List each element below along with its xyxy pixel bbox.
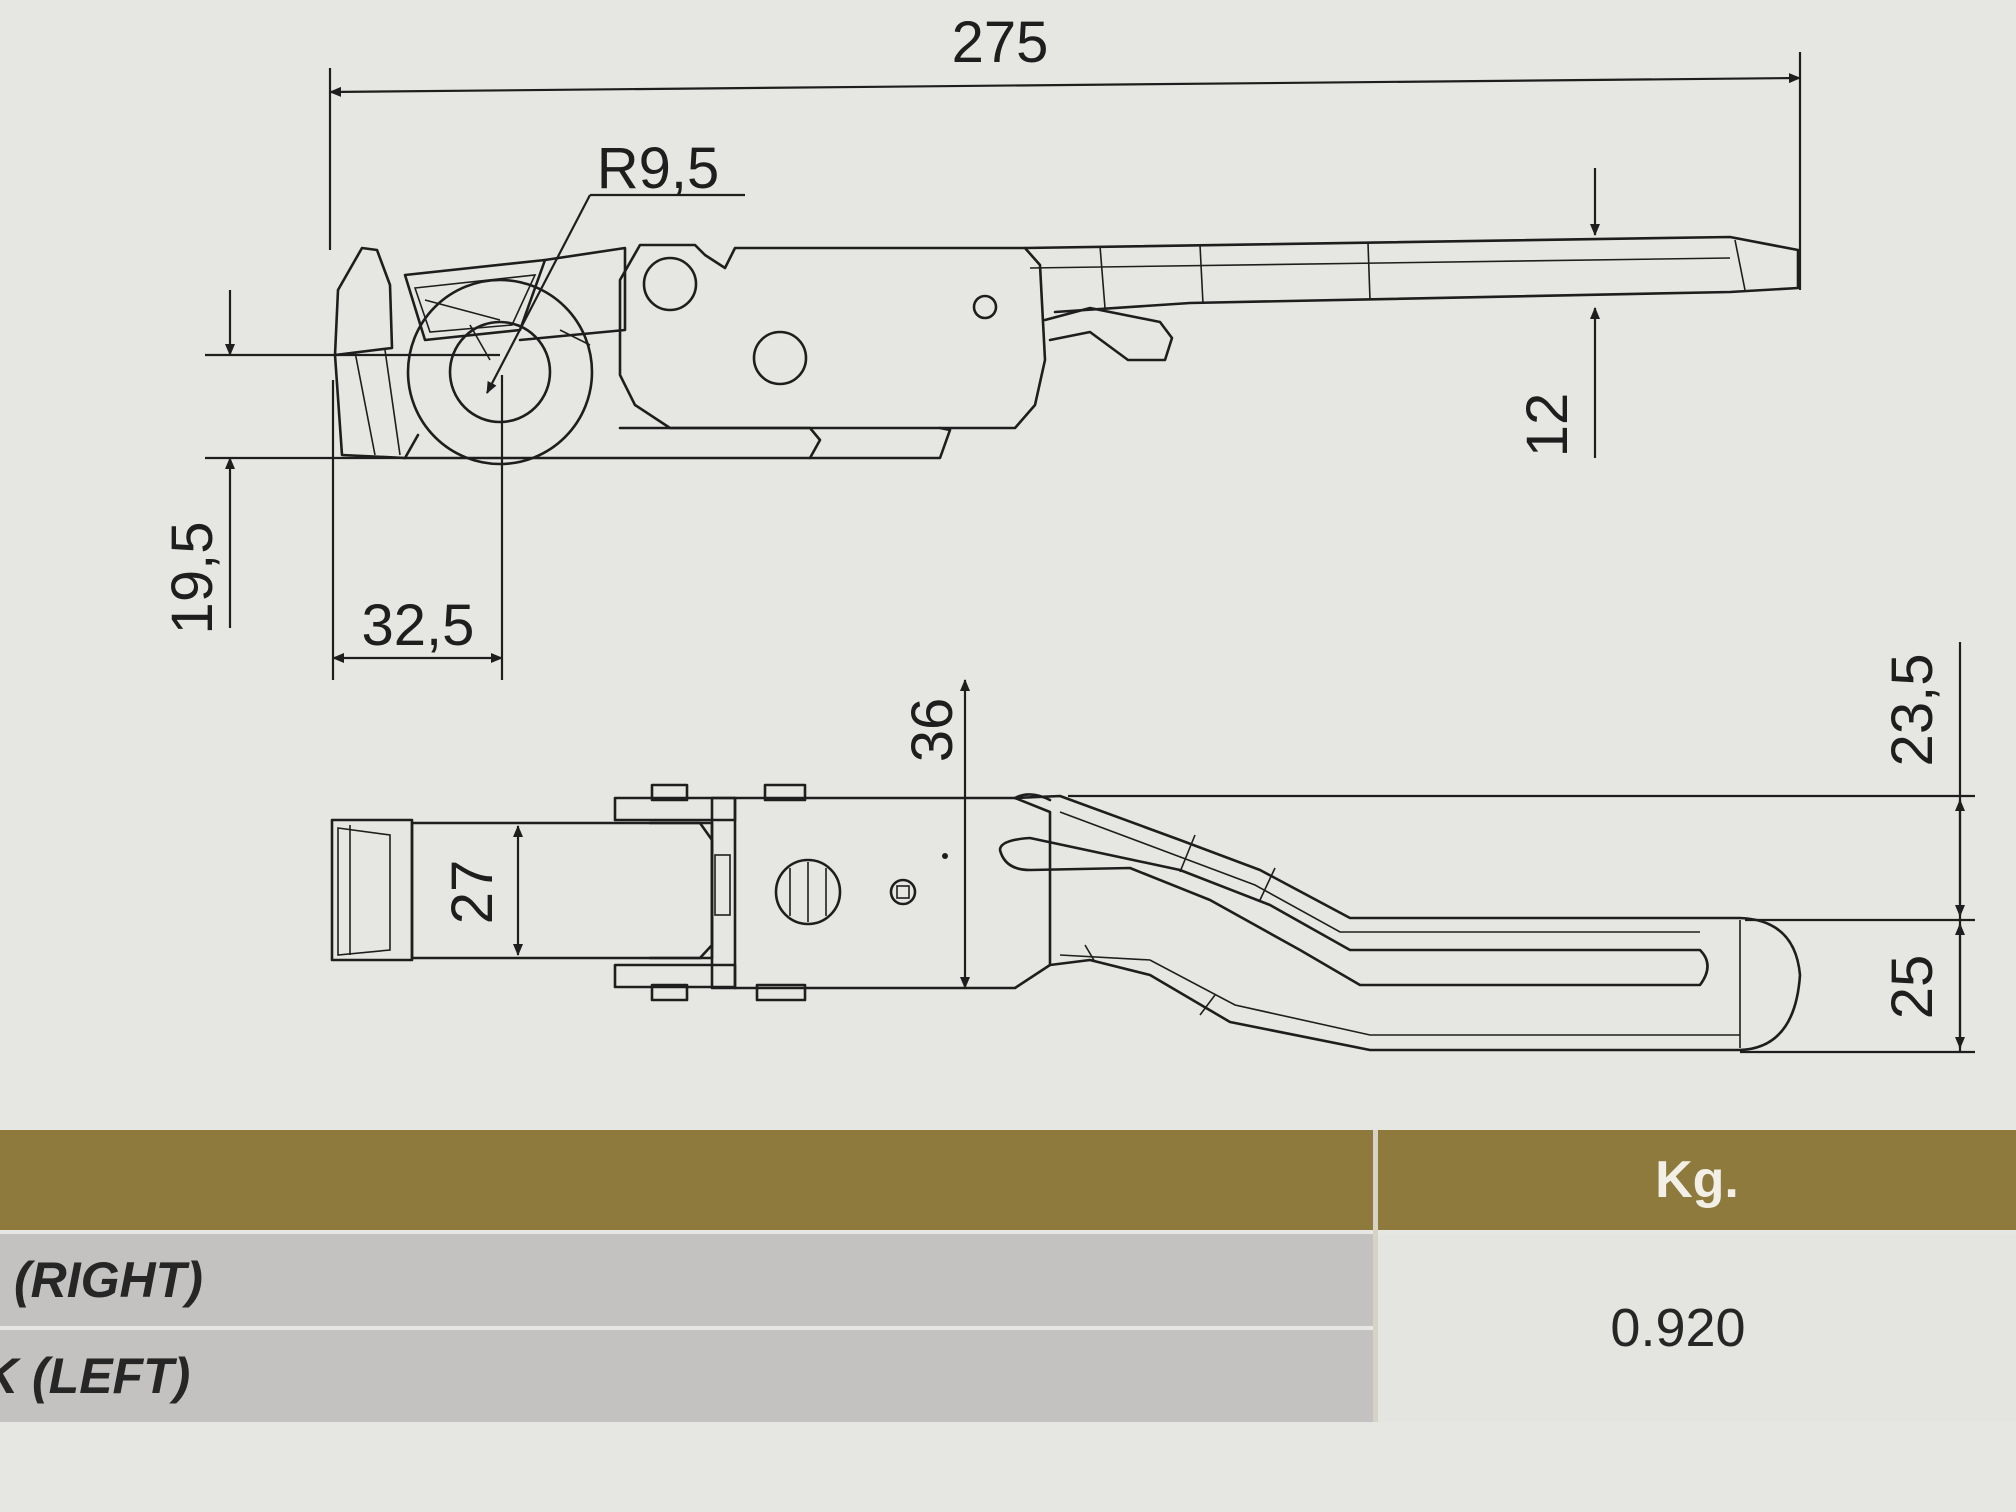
cell-divider xyxy=(1373,1230,1378,1430)
dim-overall-length: 275 xyxy=(952,10,1049,75)
dim-lever-height: 12 xyxy=(1515,393,1580,458)
weight-value: 0.920 xyxy=(1610,1298,1746,1358)
table-header xyxy=(0,1130,2016,1230)
dimension-lines xyxy=(205,52,1975,1054)
plan-view xyxy=(330,783,1802,1052)
header-divider xyxy=(1373,1130,1378,1230)
table-row: (RIGHT) xyxy=(0,1234,1373,1326)
table-row: K (LEFT) xyxy=(0,1330,1373,1422)
dim-radius: R9,5 xyxy=(597,136,720,201)
weight-cell: 0.920 xyxy=(1378,1234,2016,1422)
dim-pivot-offset: 32,5 xyxy=(362,593,475,658)
technical-drawing: 275 R9,5 12 19,5 32,5 36 27 23,5 25 xyxy=(160,10,1975,1054)
dim-body-width: 36 xyxy=(900,698,965,763)
dim-pivot-height: 19,5 xyxy=(160,522,225,635)
row-label-right: (RIGHT) xyxy=(14,1252,203,1308)
page-margin xyxy=(0,1422,2016,1512)
dim-base-width: 27 xyxy=(440,860,505,925)
row-label-left: K (LEFT) xyxy=(0,1348,191,1404)
side-view xyxy=(333,235,1800,466)
weight-header: Kg. xyxy=(1655,1151,1739,1209)
dim-lever-width: 25 xyxy=(1880,955,1945,1020)
dim-lever-offset: 23,5 xyxy=(1880,654,1945,767)
spec-table: Kg. (RIGHT) K (LEFT) 0.920 xyxy=(0,1130,2016,1512)
